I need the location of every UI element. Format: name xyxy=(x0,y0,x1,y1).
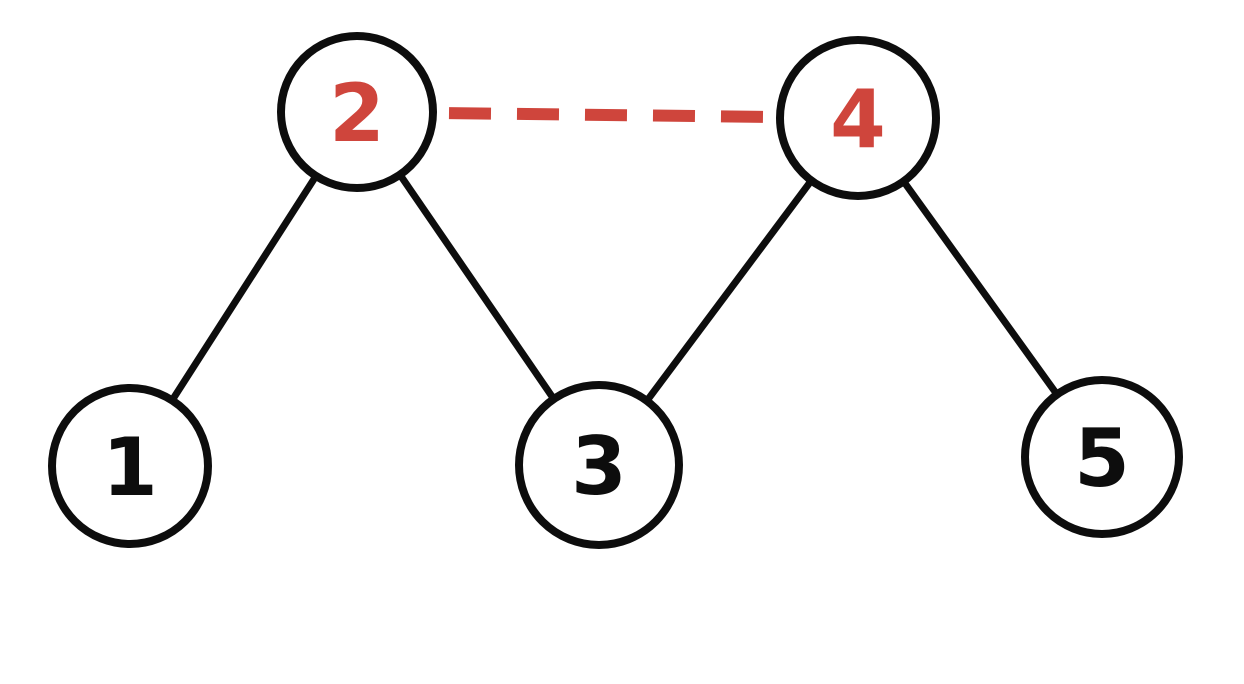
node-circle-3 xyxy=(515,381,683,549)
graph-node-4: 4 xyxy=(776,36,940,200)
node-label-1: 1 xyxy=(102,421,158,514)
graph-node-5: 5 xyxy=(1021,376,1183,538)
node-label-2: 2 xyxy=(329,67,385,160)
node-circle-4 xyxy=(776,36,940,200)
graph-node-1: 1 xyxy=(48,384,212,548)
node-circle-1 xyxy=(48,384,212,548)
node-label-5: 5 xyxy=(1074,412,1130,505)
graph-edge-2-4-dashed xyxy=(448,107,765,123)
node-label-4: 4 xyxy=(830,73,886,166)
graph-node-3: 3 xyxy=(515,381,683,549)
node-label-3: 3 xyxy=(571,420,627,513)
node-circle-2 xyxy=(277,32,437,192)
node-circle-5 xyxy=(1021,376,1183,538)
graph-node-2: 2 xyxy=(277,32,437,192)
